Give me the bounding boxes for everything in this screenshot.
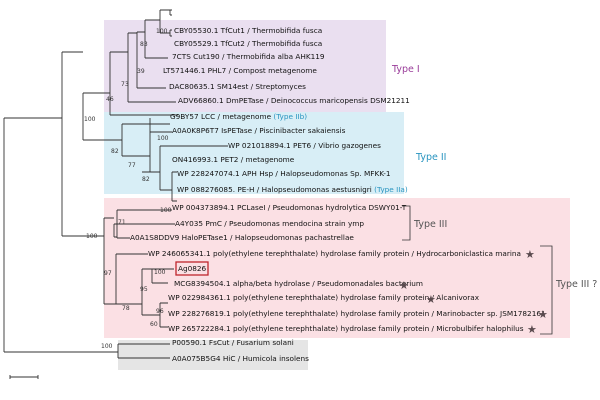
leaf-label: P00590.1 FsCut / Fusarium solani xyxy=(172,338,294,347)
bootstrap-value: 100 xyxy=(160,207,172,214)
scale-bar xyxy=(9,375,39,379)
leaf-label: MCG8394504.1 alpha/beta hydrolase / Pseu… xyxy=(174,279,423,288)
bootstrap-values: 100 83 39 73 46 100 100 82 77 82 100 71 … xyxy=(84,28,172,350)
leaf-labels: CBY05530.1 TfCut1 / Thermobifida fusca C… xyxy=(130,26,546,363)
bootstrap-value: 95 xyxy=(140,286,148,293)
type2-region xyxy=(104,112,404,194)
leaf-label: 7CTS Cut190 / Thermobifida alba AHK119 xyxy=(172,52,325,61)
tree-branches xyxy=(3,9,228,353)
leaf-label: WP 022984361.1 poly(ethylene terephthala… xyxy=(168,293,480,302)
outgroup-region xyxy=(118,340,308,370)
star-icon: ★ xyxy=(426,293,436,306)
type3q-bracket xyxy=(540,245,553,335)
leaf-label: LT571446.1 PHL7 / Compost metagenome xyxy=(163,66,317,75)
star-icon: ★ xyxy=(399,279,409,292)
leaf-label: ON416993.1 PET2 / metagenome xyxy=(172,155,295,164)
bootstrap-value: 77 xyxy=(128,162,136,169)
leaf-label: WP 246065341.1 poly(ethylene terephthala… xyxy=(148,249,521,258)
star-icon: ★ xyxy=(525,248,535,261)
leaf-label: CBY05530.1 TfCut1 / Thermobifida fusca xyxy=(174,26,322,35)
bootstrap-value: 96 xyxy=(156,308,164,315)
bootstrap-value: 73 xyxy=(121,81,129,88)
outgroup-branches xyxy=(117,343,170,359)
bootstrap-value: 71 xyxy=(118,219,126,226)
bootstrap-value: 46 xyxy=(106,96,114,103)
bootstrap-value: 100 xyxy=(157,135,169,142)
type3-label: Type III xyxy=(413,219,447,230)
star-icon: ★ xyxy=(527,323,537,336)
bootstrap-value: 100 xyxy=(156,28,168,35)
leaf-label: CBY05529.1 TfCut2 / Thermobifida fusca xyxy=(174,39,322,48)
bootstrap-value: 100 xyxy=(84,116,96,123)
leaf-label: WP 228247074.1 APH Hsp / Halopseudomonas… xyxy=(177,169,391,178)
leaf-label: A4Y035 PmC / Pseudomonas mendocina strai… xyxy=(175,219,364,228)
star-icon: ★ xyxy=(538,308,548,321)
leaf-label: A0A1S8DDV9 HaloPETase1 / Halopseudomonas… xyxy=(130,233,354,242)
leaf-label: WP 021018894.1 PET6 / Vibrio gazogenes xyxy=(228,141,381,150)
leaf-label: WP 004373894.1 PCLaseI / Pseudomonas hyd… xyxy=(172,203,407,212)
type2-label: Type II xyxy=(415,152,446,163)
bootstrap-value: 100 xyxy=(86,233,98,240)
type1-region xyxy=(104,20,386,119)
star-markers: ★ ★ ★ ★ ★ xyxy=(399,248,548,336)
leaf-label: WP 265722284.1 poly(ethylene terephthala… xyxy=(168,324,524,333)
bootstrap-value: 100 xyxy=(154,269,166,276)
leaf-label: WP 228276819.1 poly(ethylene terephthala… xyxy=(168,309,546,318)
type1-label: Type I xyxy=(391,64,420,75)
bootstrap-value: 78 xyxy=(122,305,130,312)
leaf-label: ADV66860.1 DmPETase / Deinococcus marico… xyxy=(178,96,410,105)
leaf-label-ag0826: Ag0826 xyxy=(178,264,207,273)
bootstrap-value: 82 xyxy=(142,176,150,183)
type2b-label: (Type IIb) xyxy=(273,112,307,121)
bootstrap-value: 82 xyxy=(111,148,119,155)
type3q-label: Type III ? xyxy=(555,279,597,290)
leaf-label: A0A0K8P6T7 IsPETase / Piscinibacter saka… xyxy=(172,126,346,135)
type3-region xyxy=(104,198,570,338)
bootstrap-value: 60 xyxy=(150,321,158,328)
leaf-label: WP 088276085. PE-H / Halopseudomonas aes… xyxy=(177,185,408,194)
bootstrap-value: 83 xyxy=(140,41,148,48)
bootstrap-value: 100 xyxy=(101,343,113,350)
type2a-label: (Type IIa) xyxy=(374,185,408,194)
type3-bracket xyxy=(402,205,411,241)
leaf-label: DAC80635.1 SM14est / Streptomyces xyxy=(169,82,306,91)
leaf-label: G9BY57 LCC / metagenome (Type IIb) xyxy=(170,112,307,121)
leaf-label: A0A075B5G4 HiC / Humicola insolens xyxy=(172,354,309,363)
bootstrap-value: 39 xyxy=(137,68,145,75)
ag0826-highlight xyxy=(175,261,209,276)
bootstrap-value: 97 xyxy=(104,270,112,277)
